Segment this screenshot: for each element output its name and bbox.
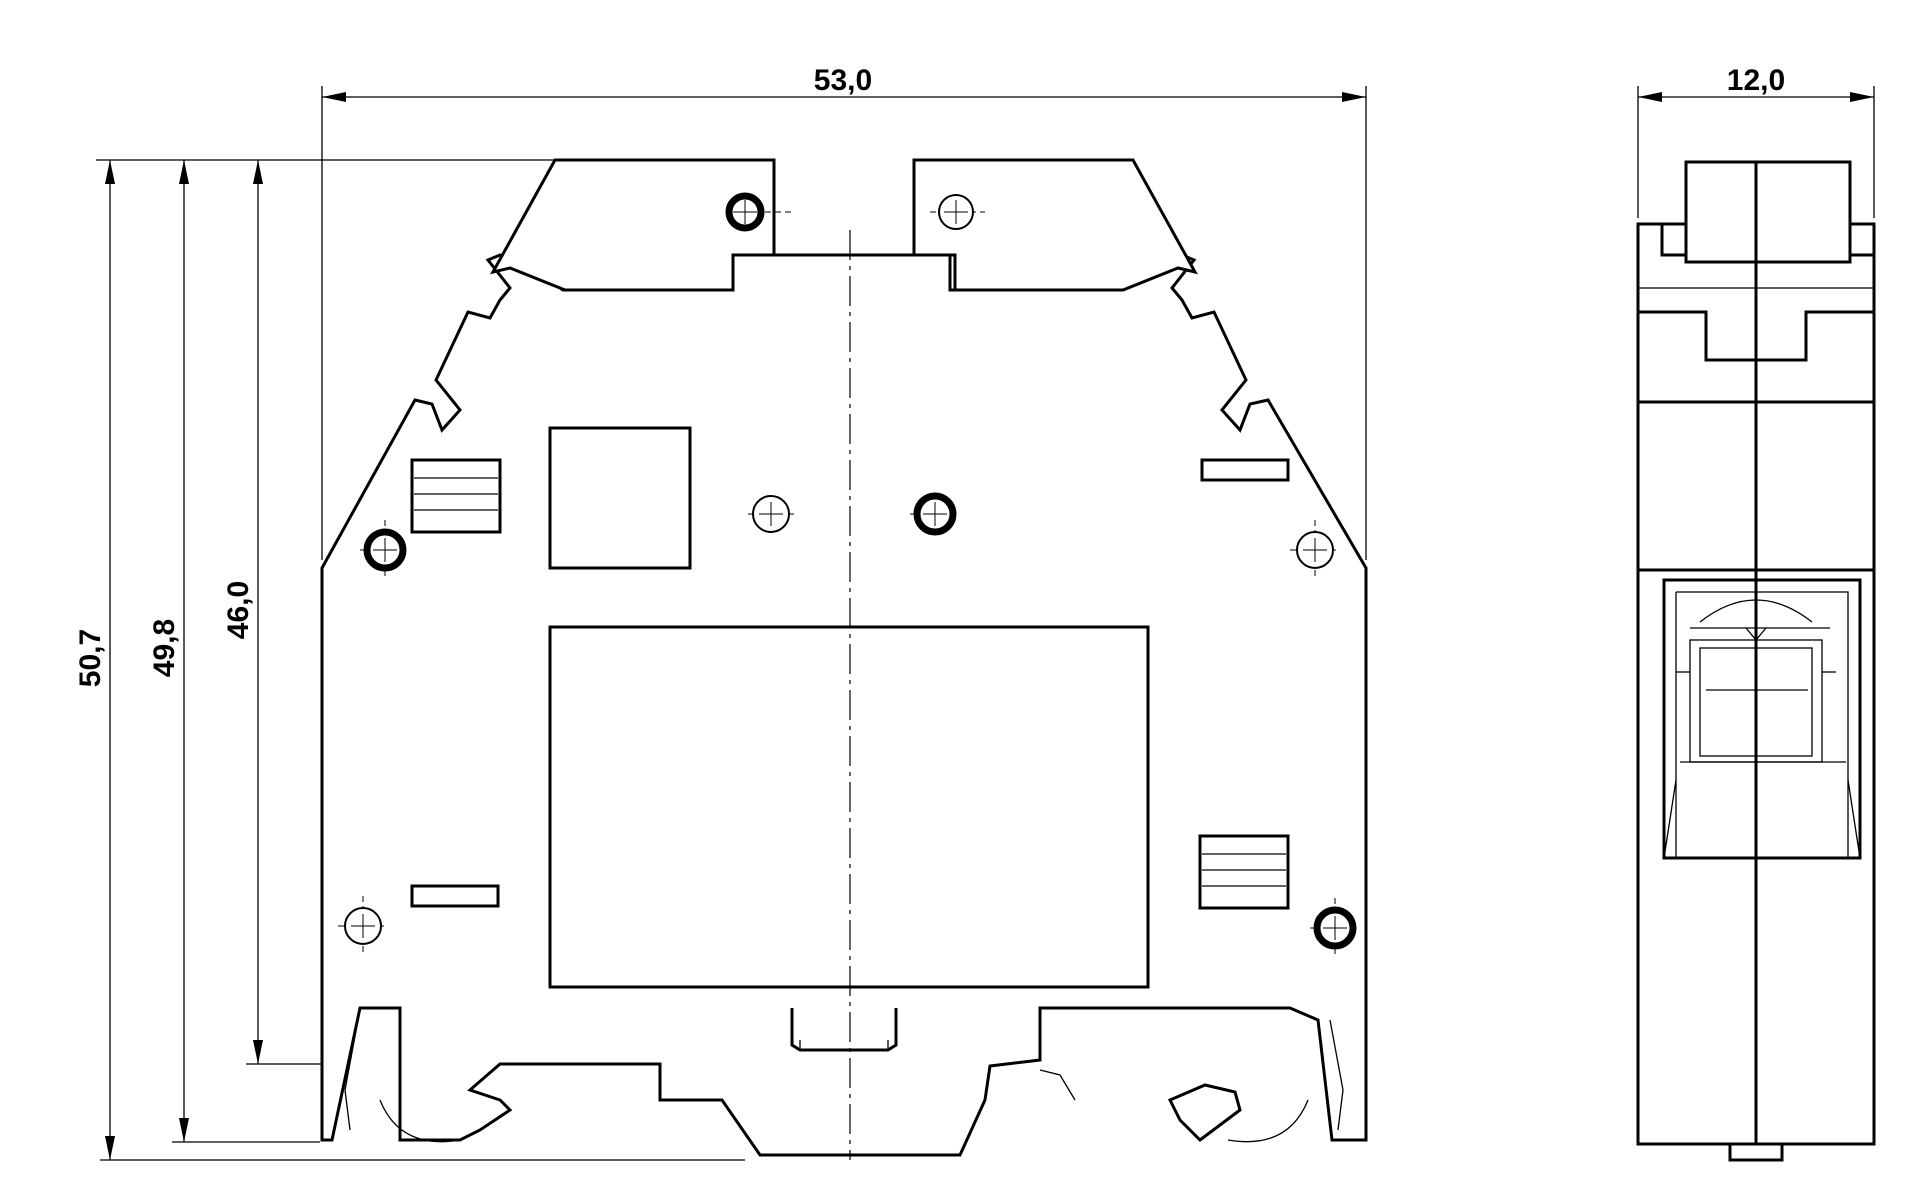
dim-side-width: 12,0	[1727, 64, 1785, 97]
screw-holes	[338, 192, 1360, 958]
slot-left-bottom	[410, 884, 500, 908]
dim-overall-width: 53,0	[814, 64, 872, 97]
side-clamp-window	[1662, 578, 1862, 860]
dim-height-rail: 49,8	[148, 619, 181, 677]
front-view	[320, 158, 1368, 1160]
side-view	[1636, 160, 1876, 1162]
dim-height-total: 50,7	[74, 629, 107, 687]
dim-height-top: 46,0	[222, 581, 255, 639]
slot-right-top	[1200, 458, 1290, 482]
left-clamp	[490, 158, 776, 292]
dimension-lines	[96, 86, 1875, 1161]
right-clamp	[912, 158, 1198, 292]
label-window-small	[548, 426, 692, 570]
side-foot	[1728, 1142, 1784, 1162]
grip-left-top	[410, 458, 502, 534]
rail-foot	[790, 1008, 898, 1052]
grip-right-bottom	[1198, 834, 1290, 910]
label-window-large	[548, 625, 1150, 989]
rail-hook-right	[1167, 1083, 1242, 1142]
